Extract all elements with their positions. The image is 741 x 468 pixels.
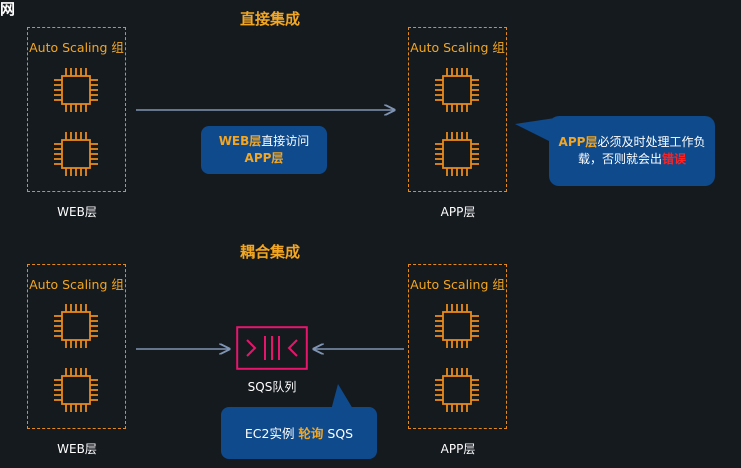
callout-text: EC2实例 <box>244 425 299 441</box>
ec2-chip-icon <box>51 301 101 351</box>
ec2-chip-icon <box>432 129 482 179</box>
callout-app-must: APP层必须及时处理工作负 载，否则就会出错误 <box>549 116 715 186</box>
ec2-chip-icon <box>432 65 482 115</box>
ec2-chip-icon <box>432 365 482 415</box>
asg-web-direct: Auto Scaling 组 <box>27 27 126 192</box>
callout-text: 必须及时处理工作负 <box>597 135 706 149</box>
asg-app-direct: Auto Scaling 组 <box>408 27 507 192</box>
tier-label-web: WEB层 <box>57 442 97 456</box>
callout-highlight: 轮询 <box>298 425 324 441</box>
tier-label-web: WEB层 <box>57 205 97 219</box>
asg-app-coupled: Auto Scaling 组 <box>408 264 507 429</box>
ec2-chip-icon <box>51 65 101 115</box>
ec2-chip-icon <box>51 129 101 179</box>
callout-highlight: WEB层 <box>218 134 262 148</box>
ec2-chip-icon <box>51 365 101 415</box>
ec2-chip-icon <box>432 301 482 351</box>
callout-error-highlight: 错误 <box>662 152 687 166</box>
asg-label: Auto Scaling 组 <box>29 40 124 55</box>
callout-text: 直接访问 <box>261 134 310 148</box>
callout-highlight: APP层 <box>244 151 284 165</box>
callout-pointer <box>515 118 555 144</box>
section-title-coupled: 耦合集成 <box>239 243 300 261</box>
tier-label-app: APP层 <box>440 442 476 456</box>
sqs-queue-icon <box>236 326 308 370</box>
callout-web-direct: WEB层直接访问 APP层 <box>201 126 327 174</box>
asg-web-coupled: Auto Scaling 组 <box>27 264 126 429</box>
callout-highlight: APP层 <box>558 135 598 149</box>
asg-label: Auto Scaling 组 <box>29 277 124 292</box>
callout-pointer <box>330 384 356 414</box>
section-title-direct: 直接集成 <box>239 10 300 28</box>
tier-label-app: APP层 <box>440 205 476 219</box>
corner-text: 网 <box>0 0 16 18</box>
asg-label: Auto Scaling 组 <box>410 40 505 55</box>
callout-ec2-poll: EC2实例 轮询 SQS <box>221 407 377 459</box>
sqs-label: SQS队列 <box>247 380 297 394</box>
asg-label: Auto Scaling 组 <box>410 277 505 292</box>
callout-text: 载，否则就会出 <box>577 152 662 166</box>
callout-text: SQS <box>323 425 354 441</box>
